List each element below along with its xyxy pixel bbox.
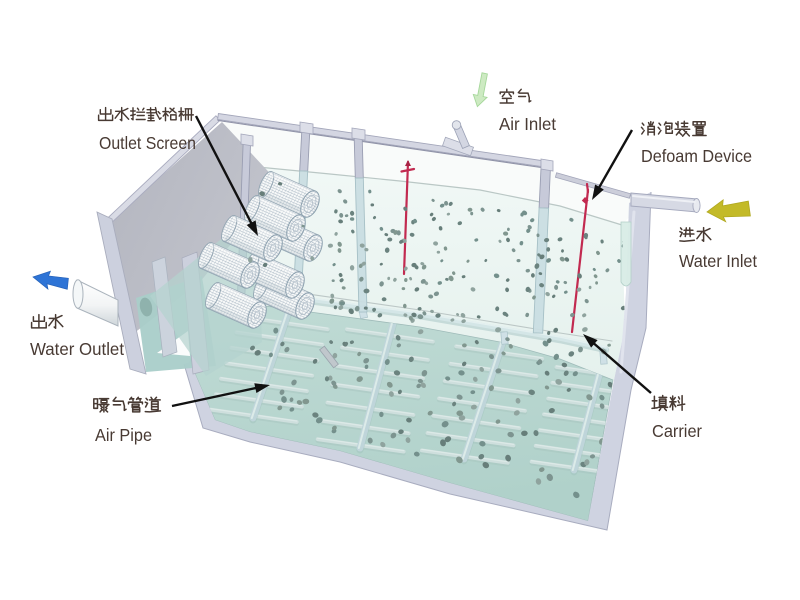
svg-text:Water Outlet: Water Outlet xyxy=(30,339,124,359)
svg-text:Carrier: Carrier xyxy=(652,421,702,441)
svg-text:Water Inlet: Water Inlet xyxy=(679,251,757,271)
svg-text:Air Inlet: Air Inlet xyxy=(499,114,556,134)
svg-text:Defoam Device: Defoam Device xyxy=(641,146,752,166)
svg-text:Outlet Screen: Outlet Screen xyxy=(99,133,196,153)
svg-text:Air Pipe: Air Pipe xyxy=(95,425,152,445)
